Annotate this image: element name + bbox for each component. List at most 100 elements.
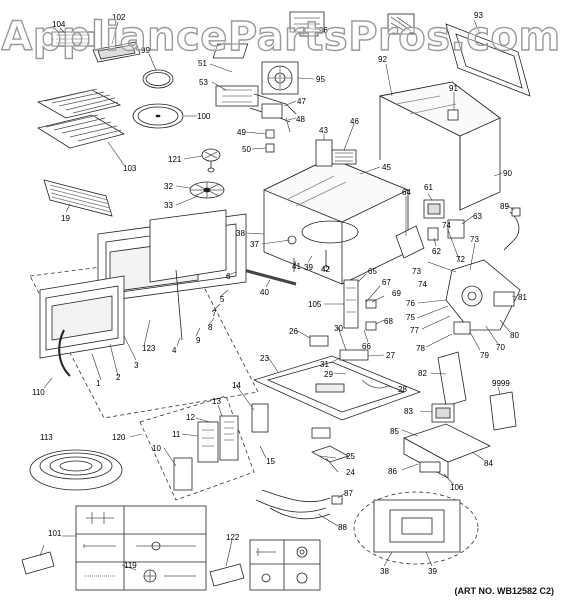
callout-24: 24 [346,468,355,477]
callout-6: 6 [226,272,231,281]
turntable-100[interactable] [132,103,184,129]
fan-housing-96[interactable] [289,11,325,33]
callout-11: 11 [172,430,181,439]
filter-102[interactable] [92,41,141,63]
callout-102: 102 [112,13,126,22]
callout-61: 61 [424,183,433,192]
vent-46[interactable] [331,149,357,165]
callout-119: 119 [124,561,137,570]
callout-30: 30 [334,324,343,333]
callout-74b: 74 [418,280,427,289]
transformer-83[interactable] [431,403,455,423]
mounting-plate-93[interactable] [445,23,531,97]
callout-69: 69 [392,289,401,298]
callout-89: 89 [500,202,509,211]
manual-9999[interactable] [489,391,517,431]
harness-87-88[interactable] [255,489,343,520]
base-plate-23[interactable] [252,355,422,421]
callout-120: 120 [112,433,126,442]
side-panel-43[interactable] [315,139,333,167]
callout-8: 8 [208,323,213,332]
callout-84: 84 [484,459,493,468]
callout-78: 78 [416,344,425,353]
callout-50: 50 [242,145,251,154]
callout-67: 67 [382,278,391,287]
callout-73: 73 [470,235,479,244]
coupler-121[interactable] [201,148,221,173]
callout-73b: 73 [412,267,421,276]
callout-14: 14 [232,381,241,390]
callout-32: 32 [164,182,173,191]
magnetron-assembly[interactable] [445,259,521,335]
callout-38: 38 [236,229,245,238]
rack-103[interactable] [36,114,126,149]
callout-90: 90 [503,169,512,178]
bottom-plate-84[interactable] [403,423,491,479]
callout-70: 70 [496,343,505,352]
callout-81: 81 [518,293,527,302]
heater-113[interactable] [29,449,123,491]
cord-89[interactable] [503,207,521,251]
callout-105: 105 [308,300,322,309]
callout-72: 72 [456,255,465,264]
callout-45: 45 [382,163,391,172]
callout-113: 113 [40,433,53,442]
callout-51: 51 [198,59,207,68]
callout-106: 106 [450,483,464,492]
bracket-63-62[interactable] [427,219,465,241]
callout-77: 77 [410,326,419,335]
callout-27: 27 [386,351,395,360]
callout-15: 15 [266,457,275,466]
callout-49: 49 [237,128,246,137]
switches-66-68[interactable] [365,299,377,331]
control-panel-120[interactable] [139,395,269,501]
callout-2: 2 [116,373,121,382]
callout-103: 103 [123,164,137,173]
latch-board-65[interactable] [343,279,359,329]
callout-87: 87 [344,489,353,498]
callout-1: 1 [96,379,101,388]
base-cover-detail[interactable] [353,491,479,565]
damper-91[interactable] [447,109,459,121]
fan-motor-95[interactable] [261,61,299,95]
callout-101: 101 [48,529,62,538]
stirrer-32[interactable] [189,181,225,199]
callout-41: 41 [292,262,301,271]
switch-49-50[interactable] [265,117,291,153]
outer-case-90[interactable] [378,81,501,211]
door-assembly-110[interactable] [29,209,259,419]
callout-75: 75 [406,313,415,322]
callout-62: 62 [432,247,441,256]
callout-47: 47 [297,97,306,106]
filter-104[interactable] [51,31,95,47]
callout-85: 85 [390,427,399,436]
duct-82[interactable] [437,351,467,407]
parts-26-31-30[interactable] [309,335,389,389]
cavity-45[interactable] [263,157,409,285]
callout-123: 123 [142,344,156,353]
roller-ring-99[interactable] [142,69,174,89]
callout-80: 80 [510,331,519,340]
callout-13: 13 [212,397,221,406]
callout-9: 9 [196,336,201,345]
callout-43: 43 [319,126,328,135]
vent-cover-94[interactable] [387,13,415,35]
callout-25: 25 [346,452,355,461]
motor-bracket-53[interactable] [215,85,259,107]
hardware-kit-122[interactable] [249,539,321,591]
filter-24-25[interactable] [311,427,349,463]
callout-100: 100 [197,112,211,121]
callout-46: 46 [350,117,359,126]
diode-bracket-64[interactable] [395,225,425,259]
harness-47[interactable] [249,93,297,123]
callout-63: 63 [473,212,482,221]
callout-39: 39 [304,263,313,272]
rack-left[interactable] [36,88,122,119]
hardware-kit-101[interactable] [75,505,207,591]
callout-95: 95 [316,75,325,84]
callout-28: 28 [398,385,407,394]
callout-40: 40 [260,288,269,297]
callout-31: 31 [320,360,329,369]
grille-19[interactable] [43,179,113,217]
transformer-61[interactable] [423,199,445,219]
